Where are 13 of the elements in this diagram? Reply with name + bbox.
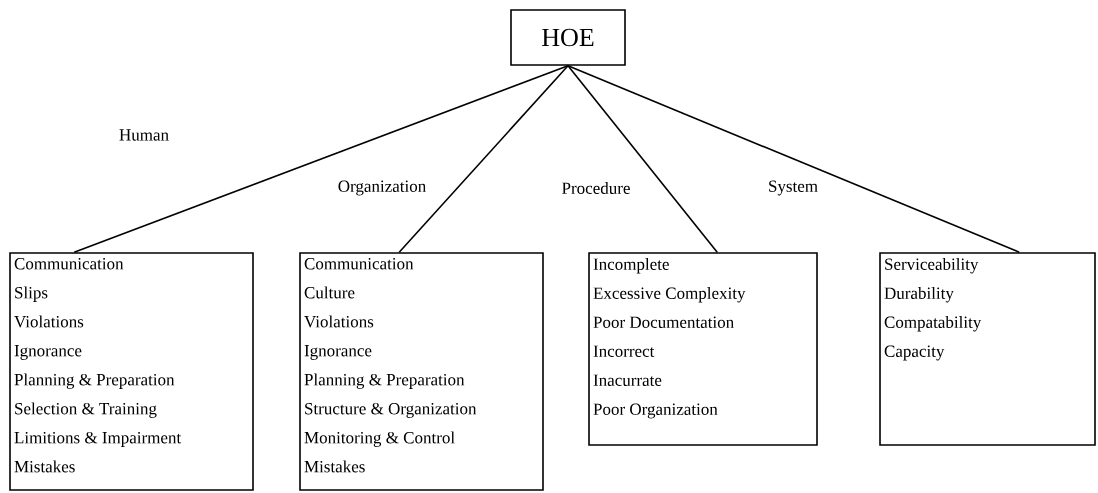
category-box: Communication Slips Violations Ignorance Planning & Preparation Selection & Training Limitions & Impairment Mistakes <box>9 252 254 491</box>
category-box: Incomplete Excessive Complexity Poor Documentation Incorrect Inacurrate Poor Organization <box>588 252 818 446</box>
category-box: Serviceability Durability Compatability Capacity <box>879 252 1096 446</box>
edge-label: System <box>769 180 818 196</box>
connector-line <box>567 65 1020 253</box>
root-box: HOE <box>510 9 626 66</box>
category-box: Communication Culture Violations Ignorance Planning & Preparation Structure & Organization Monitoring & Control Mistakes <box>299 252 544 491</box>
edge-label: Organization <box>338 180 426 196</box>
edge-label: Human <box>119 129 169 141</box>
connector-line <box>398 65 569 253</box>
edge-label: Procedure <box>562 182 630 194</box>
connector-line <box>73 65 569 253</box>
connector-line <box>567 65 718 253</box>
